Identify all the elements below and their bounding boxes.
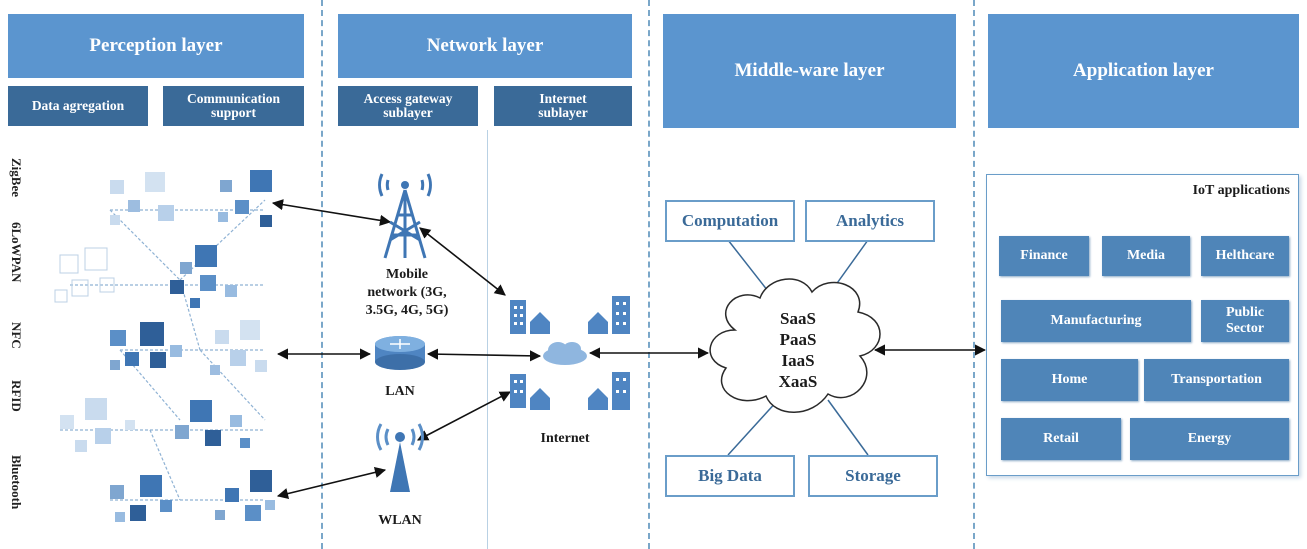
storage-box: Storage [808,455,938,497]
middleware-layer-title: Middle-ware layer [734,60,885,81]
internet-label: Internet [540,431,590,446]
transportation-label: Transportation [1171,372,1262,387]
access-gateway-line2: sublayer [383,105,433,120]
finance-tile: Finance [999,236,1089,276]
public-sector-line2: Sector [1225,321,1265,336]
communication-support-line2: support [210,105,256,120]
network-layer-header: Network layer [338,14,632,78]
mobile-network-label: Mobile network (3G, 3.5G, 4G, 5G) [342,266,472,320]
data-aggregation-label: Data agregation [31,98,125,113]
communication-support-line1: Communication [186,91,280,106]
service-saas: SaaS [780,309,816,328]
home-tile: Home [1001,359,1138,401]
finance-label: Finance [1020,248,1068,263]
divider-network-middleware [648,0,650,549]
internet-sublayer-line2: sublayer [538,105,588,120]
divider-network-sublayers [487,130,488,549]
home-label: Home [1051,372,1088,387]
perception-layer-header: Perception layer [8,14,304,78]
media-label: Media [1126,248,1166,263]
public-sector-line1: Public [1225,305,1265,320]
energy-tile: Energy [1130,418,1289,460]
data-aggregation-header: Data agregation [8,86,148,126]
healthcare-label: Helthcare [1215,248,1275,263]
perception-layer-title: Perception layer [89,35,223,56]
cloud-services: SaaS PaaS IaaS XaaS [758,308,838,392]
energy-label: Energy [1187,431,1232,446]
service-paas: PaaS [779,330,817,349]
application-layer-header: Application layer [988,14,1299,128]
divider-middleware-application [973,0,975,549]
protocol-nfc: NFC [9,322,24,349]
big-data-box: Big Data [665,455,795,497]
mobile-network-line2: network (3G, [367,285,447,300]
analytics-label: Analytics [836,211,904,230]
access-gateway-header: Access gateway sublayer [338,86,478,126]
service-iaas: IaaS [781,351,815,370]
lan-label: LAN [385,384,415,399]
access-gateway-line1: Access gateway [363,91,453,106]
retail-tile: Retail [1001,418,1121,460]
computation-label: Computation [681,211,779,230]
computation-box: Computation [665,200,795,242]
mobile-network-line1: Mobile [386,267,428,282]
big-data-label: Big Data [698,466,762,485]
storage-label: Storage [845,466,901,485]
internet-cloud-icon [543,342,587,365]
protocol-6lowpan: 6LoWPAN [9,222,24,283]
wlan-label: WLAN [378,513,422,528]
media-tile: Media [1102,236,1190,276]
protocol-bluetooth: Bluetooth [9,455,24,510]
manufacturing-label: Manufacturing [1050,313,1142,328]
internet-sublayer-header: Internet sublayer [494,86,632,126]
protocol-rfid: RFID [9,380,24,412]
middleware-layer-header: Middle-ware layer [663,14,956,128]
internet-sublayer-line1: Internet [539,91,587,106]
communication-support-header: Communication support [163,86,304,126]
service-xaas: XaaS [778,372,818,391]
healthcare-tile: Helthcare [1201,236,1289,276]
analytics-box: Analytics [805,200,935,242]
iot-applications-panel: IoT applications [986,174,1299,476]
network-layer-title: Network layer [426,35,544,56]
public-sector-tile: Public Sector [1201,300,1289,342]
protocol-zigbee: ZigBee [9,158,24,197]
application-layer-title: Application layer [1073,60,1214,81]
iot-applications-title: IoT applications [1192,183,1290,198]
retail-label: Retail [1043,431,1079,446]
mobile-network-line3: 3.5G, 4G, 5G) [365,303,449,318]
divider-perception-network [321,0,323,549]
transportation-tile: Transportation [1144,359,1289,401]
manufacturing-tile: Manufacturing [1001,300,1191,342]
